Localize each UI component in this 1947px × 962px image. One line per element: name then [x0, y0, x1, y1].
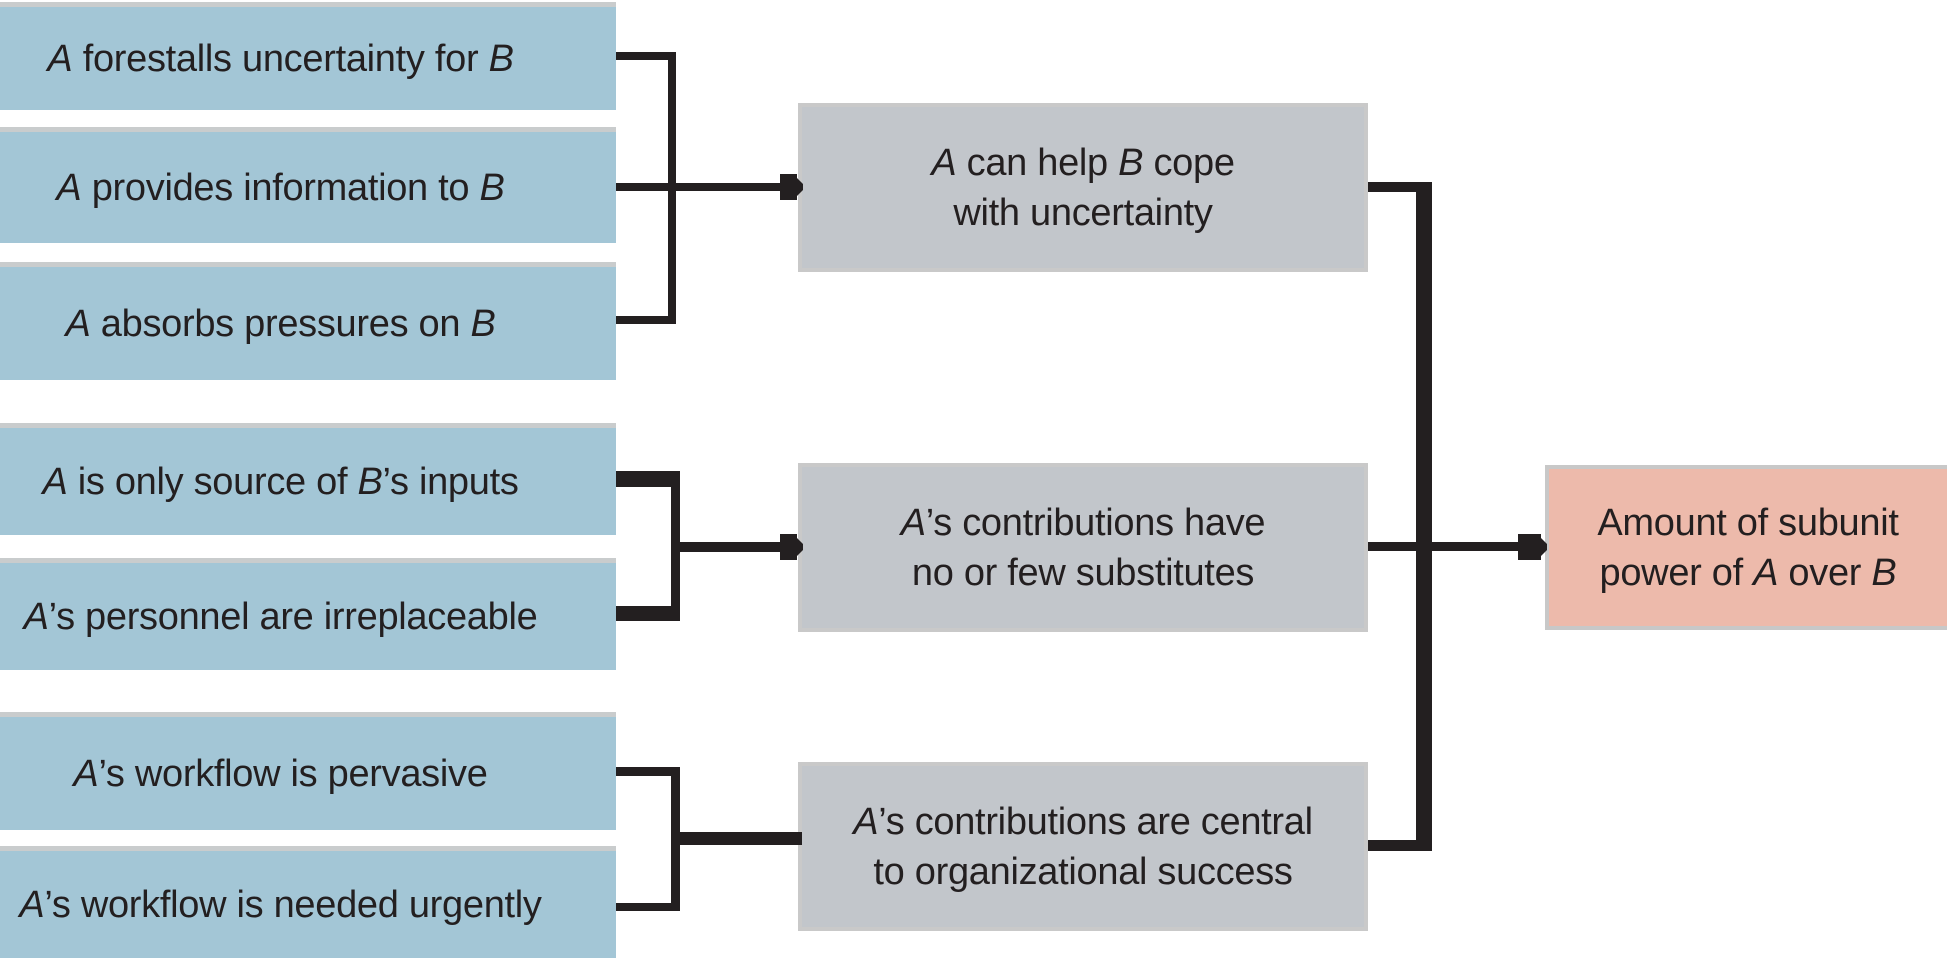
- left-box-personnel-irreplaceable: A’s personnel are irreplaceable: [0, 558, 616, 670]
- mid-box-cope-with-uncertainty: A can help B cope with uncertainty: [798, 103, 1368, 272]
- left-box-only-source-of-inputs: A is only source of B’s inputs: [0, 423, 616, 535]
- mid-box-contributions-central: A’s contributions are central to organiz…: [798, 762, 1368, 931]
- connector-collector: [1368, 182, 1547, 851]
- left-box-absorbs-pressures: A absorbs pressures on B: [0, 262, 616, 380]
- left-box-workflow-pervasive: A’s workflow is pervasive: [0, 712, 616, 830]
- left-box-workflow-needed-urgently: A’s workflow is needed urgently: [0, 846, 616, 958]
- left-box-label: A’s workflow is needed urgently: [19, 883, 542, 926]
- left-box-label: A is only source of B’s inputs: [42, 460, 519, 503]
- mid-box-line: A’s contributions have: [900, 501, 1266, 544]
- mid-box-line: to organizational success: [873, 850, 1293, 893]
- connector-group2-bracket: [616, 471, 803, 621]
- result-box-line: Amount of subunit: [1597, 501, 1899, 544]
- result-box-subunit-power: Amount of subunit power of A over B: [1545, 465, 1947, 630]
- left-box-label: A’s personnel are irreplaceable: [23, 595, 538, 638]
- left-box-forestalls-uncertainty: A forestalls uncertainty for B: [0, 2, 616, 110]
- mid-box-few-substitutes: A’s contributions have no or few substit…: [798, 463, 1368, 632]
- left-box-label: A’s workflow is pervasive: [73, 752, 488, 795]
- mid-box-line: A can help B cope: [931, 141, 1235, 184]
- left-box-label: A provides information to B: [56, 166, 505, 209]
- mid-box-line: A’s contributions are central: [853, 800, 1313, 843]
- left-box-label: A absorbs pressures on B: [65, 302, 496, 345]
- mid-box-line: with uncertainty: [953, 191, 1213, 234]
- connector-group3-bracket: [616, 767, 802, 911]
- left-box-provides-information: A provides information to B: [0, 127, 616, 243]
- connector-group1-bracket: [616, 52, 803, 324]
- left-box-label: A forestalls uncertainty for B: [47, 37, 514, 80]
- result-box-line: power of A over B: [1599, 551, 1897, 594]
- mid-box-line: no or few substitutes: [911, 551, 1255, 594]
